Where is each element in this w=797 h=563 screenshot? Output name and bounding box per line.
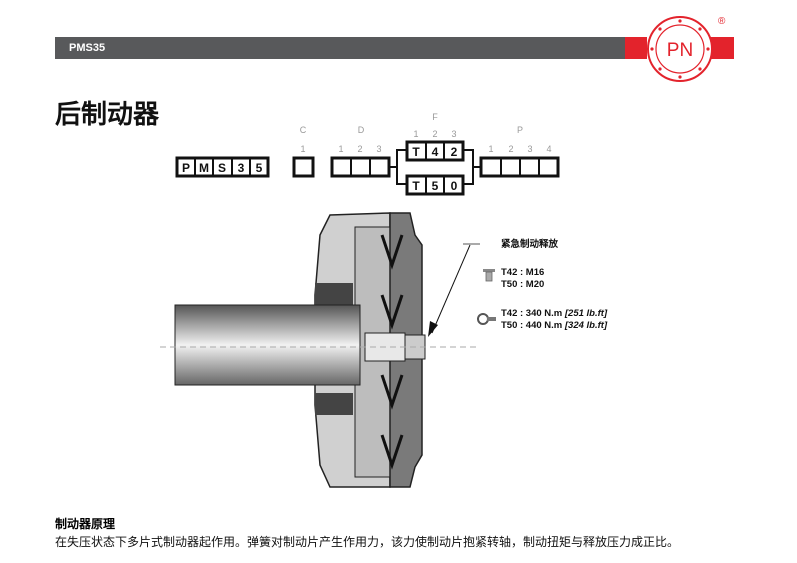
svg-text:2: 2 bbox=[357, 144, 362, 154]
svg-text:1: 1 bbox=[338, 144, 343, 154]
svg-text:4: 4 bbox=[432, 145, 439, 159]
svg-text:S: S bbox=[218, 161, 226, 175]
svg-text:T: T bbox=[412, 179, 420, 193]
code-box-f-t50 bbox=[405, 174, 465, 196]
svg-text:0: 0 bbox=[451, 179, 458, 193]
svg-text:D: D bbox=[358, 125, 365, 135]
svg-text:T: T bbox=[412, 145, 420, 159]
svg-text:5: 5 bbox=[432, 179, 439, 193]
svg-text:1: 1 bbox=[488, 144, 493, 154]
code-box-c bbox=[292, 156, 315, 178]
wrench-icon bbox=[477, 313, 496, 325]
svg-text:3: 3 bbox=[238, 161, 245, 175]
svg-text:2: 2 bbox=[451, 145, 458, 159]
svg-text:C: C bbox=[300, 125, 307, 135]
svg-text:P: P bbox=[517, 125, 523, 135]
page-title: 后制动器 bbox=[55, 99, 160, 129]
svg-text:PN: PN bbox=[667, 40, 693, 61]
svg-text:1: 1 bbox=[300, 144, 305, 154]
bolt-icon bbox=[483, 269, 495, 282]
svg-text:®: ® bbox=[718, 16, 726, 27]
svg-text:2: 2 bbox=[508, 144, 513, 154]
svg-text:1: 1 bbox=[413, 129, 418, 139]
callout-title: 紧急制动释放 bbox=[501, 239, 559, 250]
code-box-d bbox=[330, 156, 391, 178]
code-box-f-t42 bbox=[405, 140, 465, 162]
header-red-bar-right bbox=[710, 37, 734, 59]
svg-text:2: 2 bbox=[432, 129, 437, 139]
principle-heading: 制动器原理 bbox=[55, 517, 116, 531]
torque-list: T42 : 340 N.m [251 lb.ft] T50 : 440 N.m … bbox=[501, 308, 608, 331]
svg-text:P: P bbox=[182, 161, 190, 175]
pn-logo: PN ® bbox=[647, 16, 726, 82]
header-red-bar-left bbox=[625, 37, 647, 59]
header-label: PMS35 bbox=[69, 42, 106, 54]
svg-text:4: 4 bbox=[546, 144, 551, 154]
svg-text:3: 3 bbox=[527, 144, 532, 154]
svg-text:3: 3 bbox=[451, 129, 456, 139]
header-bar: PMS35 bbox=[55, 37, 625, 59]
svg-text:M: M bbox=[199, 161, 209, 175]
svg-text:5: 5 bbox=[256, 161, 263, 175]
principle-text: 在失压状态下多片式制动器起作用。弹簧对制动片产生作用力，该力使制动片抱紧转轴，制… bbox=[55, 535, 680, 549]
brake-cross-section-drawing bbox=[160, 212, 480, 488]
svg-text:F: F bbox=[432, 112, 438, 122]
svg-text:3: 3 bbox=[376, 144, 381, 154]
